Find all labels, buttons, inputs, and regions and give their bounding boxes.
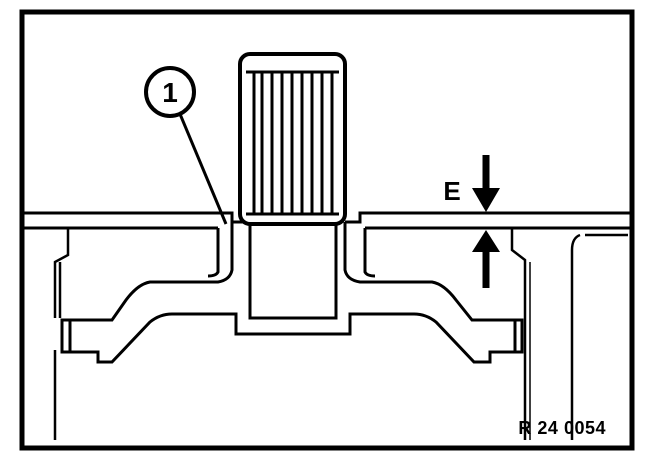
dimension-label: E [443,176,460,206]
arrow-down-icon [472,188,500,212]
housing-left-wall [53,228,70,440]
callout-circle [144,66,196,118]
gear-flange [60,222,524,364]
housing-surface [24,211,630,230]
housing-right-wall [510,228,628,440]
callout-leader [178,113,228,225]
reference-code: R 24 0054 [518,418,606,438]
callout-number: 1 [162,77,178,108]
arrow-up-icon [472,230,500,252]
dimension-e: E [443,155,500,288]
callout-1: 1 [144,66,228,225]
splined-shaft [238,52,347,226]
diagram-border [19,9,635,451]
